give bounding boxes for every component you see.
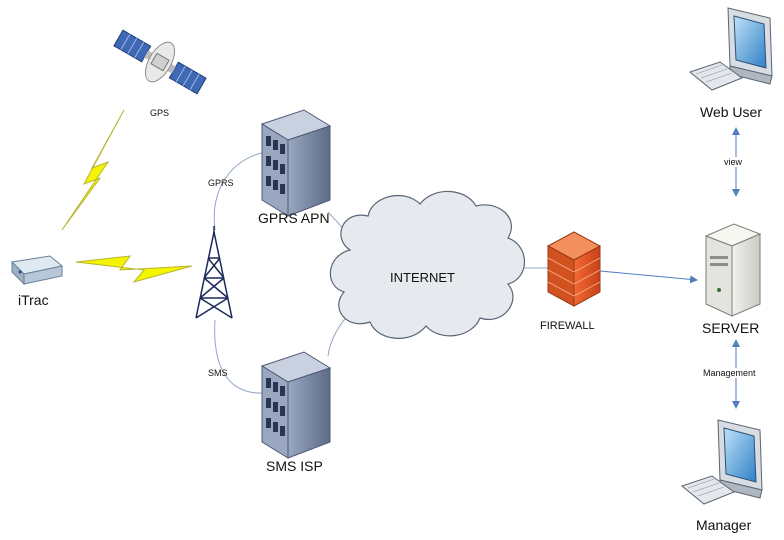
server-rack-icon xyxy=(260,351,332,459)
sms-link xyxy=(214,319,266,394)
manager-label: Manager xyxy=(696,517,752,533)
firewall-server-arrow xyxy=(599,270,698,284)
tracker-device-icon xyxy=(10,255,64,286)
desktop-computer-icon xyxy=(680,419,763,505)
sms-isp-label: SMS ISP xyxy=(266,458,323,474)
itrac-label: iTrac xyxy=(18,292,49,308)
internet-label: INTERNET xyxy=(390,270,455,285)
gps-label: GPS xyxy=(150,108,170,118)
web-user-label: Web User xyxy=(700,104,762,120)
gprs-link-label: GPRS xyxy=(208,178,234,188)
gprs-link xyxy=(213,151,266,231)
cell-tower-icon xyxy=(195,226,233,319)
gprs-apn-label: GPRS APN xyxy=(258,210,330,226)
sms-link-label: SMS xyxy=(208,368,228,378)
firewall-label: FIREWALL xyxy=(540,320,595,332)
lightning-bolt-icon xyxy=(75,255,193,283)
cloud-icon xyxy=(329,190,525,339)
lightning-bolt-icon xyxy=(61,109,125,231)
desktop-computer-icon xyxy=(688,7,773,91)
management-label: Management xyxy=(703,368,756,378)
server-tower-icon xyxy=(704,223,762,317)
view-label: view xyxy=(724,157,743,167)
firewall-icon xyxy=(546,231,602,307)
satellite-icon xyxy=(113,29,207,95)
server-rack-icon xyxy=(260,109,332,217)
server-label: SERVER xyxy=(702,320,760,336)
